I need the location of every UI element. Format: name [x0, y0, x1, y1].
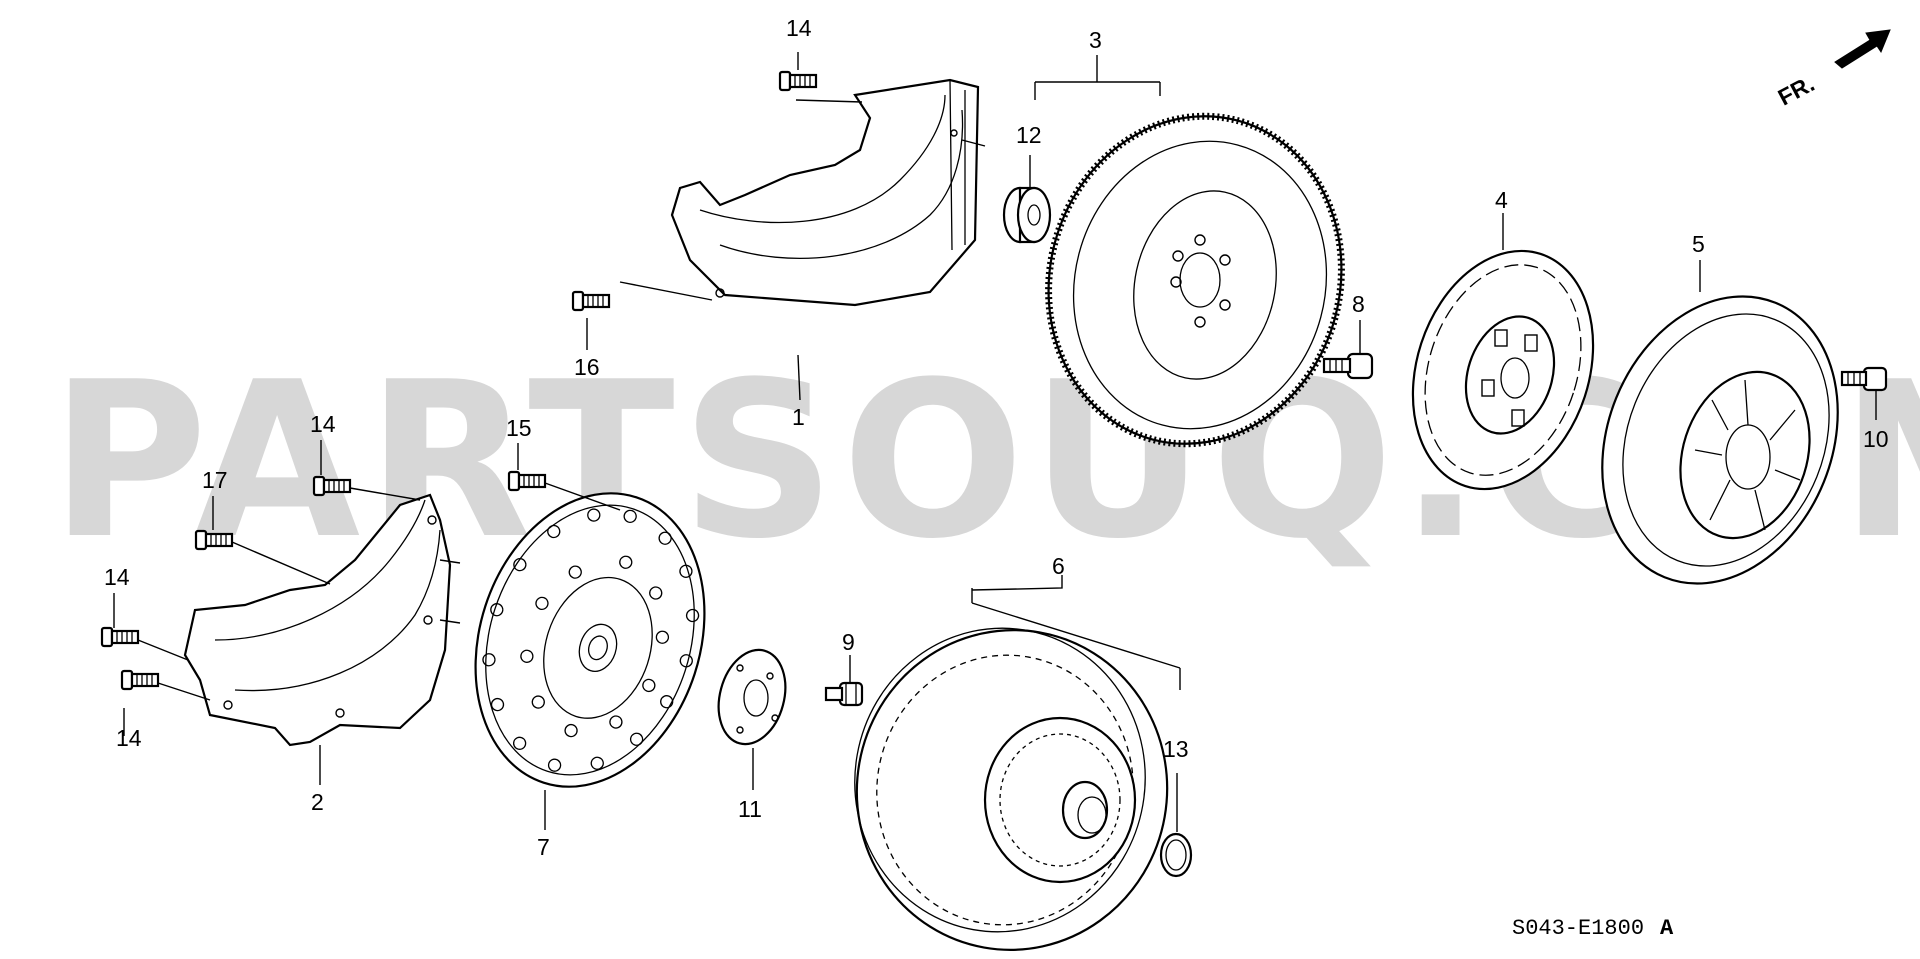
callout-8: 8: [1352, 291, 1365, 317]
part-15-bolt: [507, 470, 547, 492]
callout-15: 15: [506, 415, 532, 441]
part-7-drive-plate: [474, 492, 706, 788]
part-6-torque-converter: [854, 627, 1169, 951]
part-9-bolt: [824, 681, 864, 707]
part-13-o-ring: [1159, 832, 1193, 878]
part-1-upper-cover: [670, 78, 980, 307]
callout-14d: 14: [116, 725, 142, 751]
part-3-flywheel: [1045, 112, 1345, 448]
callout-5: 5: [1692, 231, 1705, 257]
callout-4: 4: [1495, 187, 1508, 213]
part-8-bolt: [1322, 352, 1374, 380]
callout-3: 3: [1089, 27, 1102, 53]
callout-10: 10: [1863, 426, 1889, 452]
callout-17: 17: [202, 467, 228, 493]
callout-16: 16: [574, 354, 600, 380]
part-14-bolt-a: [778, 70, 818, 92]
part-2-lower-cover: [183, 493, 452, 747]
front-direction-arrow: FR.: [1774, 29, 1891, 111]
callout-14b: 14: [310, 411, 336, 437]
callout-9: 9: [842, 629, 855, 655]
callout-14c: 14: [104, 564, 130, 590]
callout-11: 11: [738, 796, 762, 822]
drawing-code-suffix: A: [1660, 916, 1674, 941]
callout-7: 7: [537, 834, 550, 860]
part-5-pressure-plate: [1601, 295, 1839, 585]
part-4-clutch-disc: [1411, 249, 1595, 491]
callout-2: 2: [311, 789, 324, 815]
front-direction-label: FR.: [1774, 70, 1819, 110]
part-10-bolt: [1840, 366, 1888, 392]
part-12-bearing: [1002, 186, 1052, 244]
callout-13: 13: [1163, 736, 1189, 762]
callout-14a: 14: [786, 15, 812, 41]
part-14-bolt-d: [120, 669, 160, 691]
part-14-bolt-c: [100, 626, 140, 648]
callout-12: 12: [1016, 122, 1042, 148]
part-17-bolt: [194, 529, 234, 551]
part-11-spacer: [717, 648, 787, 746]
part-14-bolt-b: [312, 475, 352, 497]
callout-labels: 1 2 3 4 5 6 7 8 9 10 11 12 13 14 14 14 1…: [104, 15, 1889, 860]
callout-6: 6: [1052, 553, 1065, 579]
part-16-bolt: [571, 290, 611, 312]
drawing-code: S043-E1800: [1512, 916, 1644, 941]
callout-1: 1: [792, 404, 805, 430]
